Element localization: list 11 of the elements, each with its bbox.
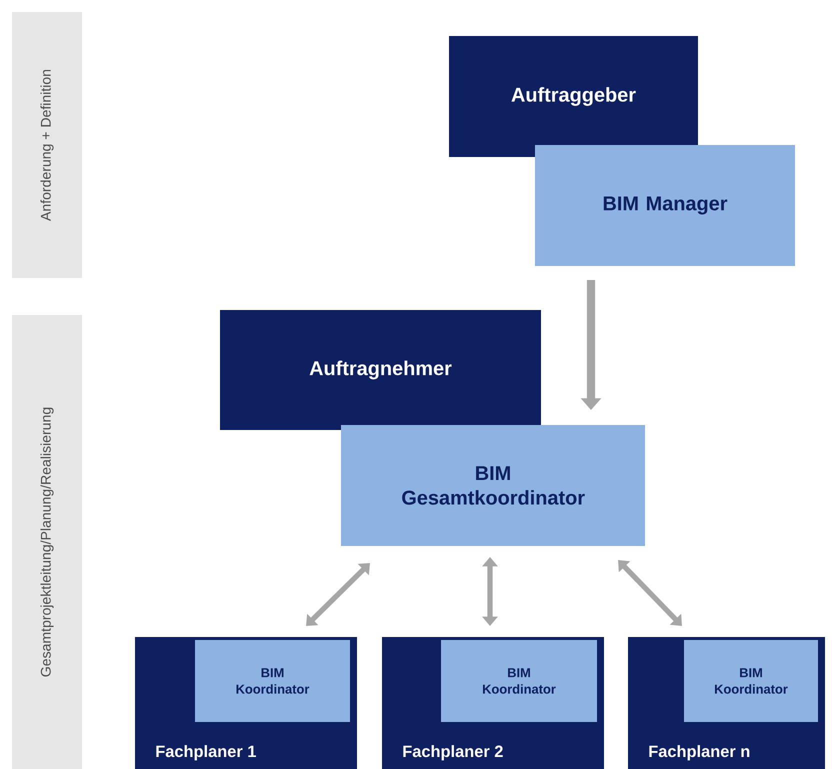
- coordinator-box: BIM Koordinator: [684, 640, 818, 722]
- role-box: Auftragnehmer: [220, 310, 541, 430]
- phase-band: Anforderung + Definition: [12, 12, 82, 278]
- phase-band: Gesamtprojektleitung/Planung/Realisierung: [12, 315, 82, 769]
- coordinator-box: BIM Koordinator: [195, 640, 350, 722]
- role-box: BIM Manager: [535, 145, 795, 266]
- coordinator-box: BIM Koordinator: [441, 640, 597, 722]
- role-box: BIM Gesamtkoordinator: [341, 425, 645, 546]
- role-box: Auftraggeber: [449, 36, 698, 157]
- arrow: [306, 563, 370, 626]
- arrow: [618, 560, 682, 626]
